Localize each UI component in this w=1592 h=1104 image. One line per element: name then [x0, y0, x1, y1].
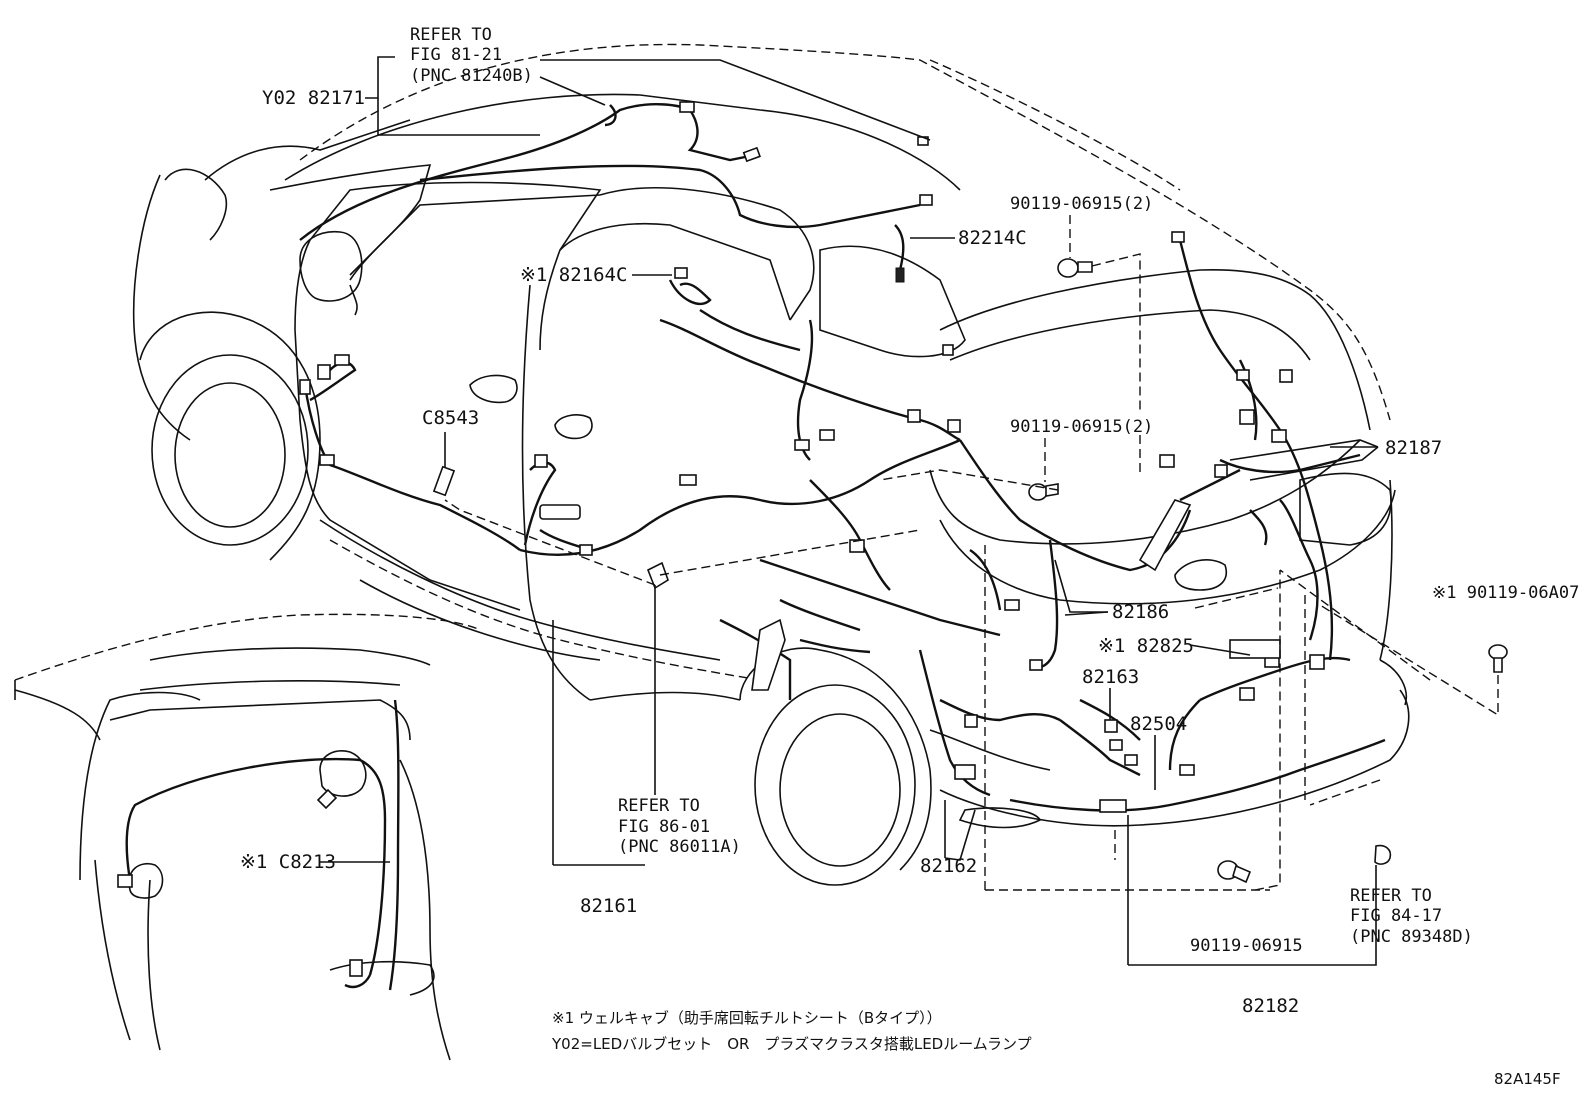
label-82186: 82186 — [1112, 601, 1169, 623]
bolt-90119-mid — [1028, 483, 1059, 501]
label-c8543: C8543 — [422, 407, 479, 429]
leader-lines — [320, 56, 1499, 966]
ref-86-01-line2: FIG 86-01 — [618, 817, 710, 837]
reference-note-84-17: REFER TO FIG 84-17 (PNC 89348D) — [1350, 886, 1473, 947]
label-82163: 82163 — [1082, 666, 1139, 688]
bolt-90119-top — [1057, 258, 1093, 278]
footnote-y02: Y02=LEDバルブセット OR プラズマクラスタ搭載LEDルームランプ — [551, 1035, 1032, 1053]
reference-note-86-01: REFER TO FIG 86-01 (PNC 86011A) — [618, 796, 741, 857]
inset-detail — [14, 613, 481, 1061]
ref-81-21-line1: REFER TO — [410, 25, 492, 45]
ref-84-17-line3: (PNC 89348D) — [1350, 927, 1473, 947]
label-82171: Y02 82171 — [262, 87, 365, 109]
ref-81-21-line3: (PNC 81240B) — [410, 66, 533, 86]
figure-code: 82A145F — [1494, 1070, 1561, 1088]
bolt-90119-bottom — [1217, 860, 1252, 884]
label-90119-top: 90119-06915(2) — [1010, 194, 1153, 214]
reference-note-81-21: REFER TO FIG 81-21 (PNC 81240B) — [410, 25, 533, 86]
label-82182: 82182 — [1242, 995, 1299, 1017]
wiring-harnesses — [299, 101, 1508, 884]
label-82504: 82504 — [1130, 713, 1187, 735]
label-82161: 82161 — [580, 895, 637, 917]
label-c8213: ※1 C8213 — [240, 851, 336, 873]
label-82187: 82187 — [1385, 437, 1442, 459]
ref-86-01-line3: (PNC 86011A) — [618, 837, 741, 857]
label-90119-mid: 90119-06915(2) — [1010, 417, 1153, 437]
footnote-welcab: ※1 ウェルキャブ（助手席回転チルトシート（Bタイプ）） — [552, 1009, 942, 1027]
bolt-90119-06a07 — [1488, 644, 1508, 673]
ref-84-17-line2: FIG 84-17 — [1350, 906, 1442, 926]
label-90119-06a07: ※1 90119-06A07 — [1432, 583, 1579, 603]
clip-89348d — [1374, 844, 1392, 865]
label-82164c: ※1 82164C — [520, 264, 627, 286]
ref-86-01-line1: REFER TO — [618, 796, 700, 816]
label-82825: ※1 82825 — [1098, 635, 1194, 657]
ref-84-17-line1: REFER TO — [1350, 886, 1432, 906]
ref-81-21-line2: FIG 81-21 — [410, 45, 502, 65]
label-82162: 82162 — [920, 855, 977, 877]
label-90119-bottom: 90119-06915 — [1190, 936, 1303, 956]
label-82214c: 82214C — [958, 227, 1027, 249]
